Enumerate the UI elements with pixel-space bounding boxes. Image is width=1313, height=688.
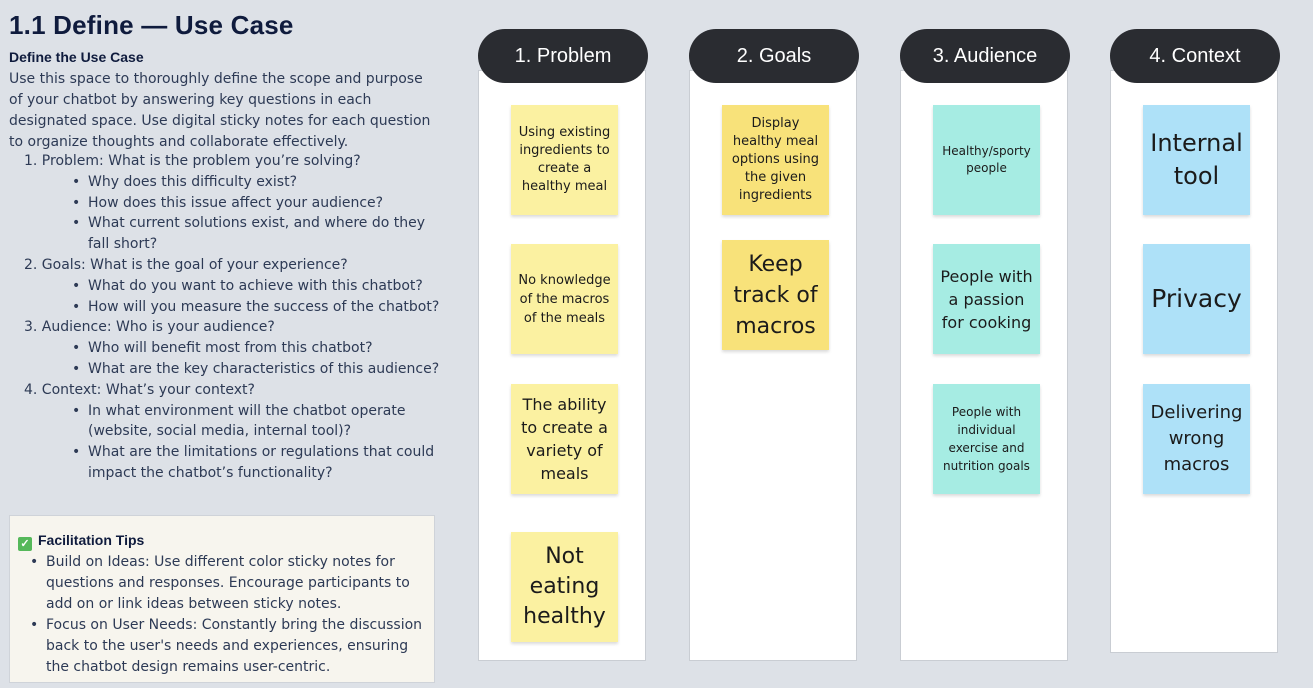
sticky-note[interactable]: Privacy [1143, 244, 1250, 354]
sticky-note[interactable]: No knowledge of the macros of the meals [511, 244, 618, 354]
tip-item: •Build on Ideas: Use different color sti… [30, 554, 410, 612]
question-problem: 1. Problem: What is the problem you’re s… [24, 153, 361, 169]
question-sub: •In what environment will the chatbot op… [72, 402, 406, 440]
sticky-note[interactable]: People with individual exercise and nutr… [933, 384, 1040, 494]
tip-item: •Focus on User Needs: Constantly bring t… [30, 617, 423, 675]
question-sub: •How does this issue affect your audienc… [72, 194, 384, 211]
sticky-note[interactable]: Internal tool [1143, 105, 1250, 215]
question-sub: •What are the limitations or regulations… [72, 444, 435, 481]
question-sub: •Who will benefit most from this chatbot… [72, 340, 373, 357]
question-audience: 3. Audience: Who is your audience? [24, 319, 275, 336]
intro-paragraph: Use this space to thoroughly define the … [9, 71, 431, 150]
sticky-note[interactable]: The ability to create a variety of meals [511, 384, 618, 494]
question-context: 4. Context: What’s your context? [24, 381, 255, 398]
sticky-note[interactable]: People with a passion for cooking [933, 244, 1040, 354]
sticky-note[interactable]: Not eating healthy [511, 532, 618, 642]
tips-heading: ✓Facilitation Tips [18, 532, 144, 551]
checkmark-icon: ✓ [18, 537, 32, 551]
section-subtitle: Define the Use Case [9, 49, 144, 65]
sticky-note[interactable]: Healthy/sporty people [933, 105, 1040, 215]
question-sub: •What are the key characteristics of thi… [72, 360, 440, 377]
question-goals: 2. Goals: What is the goal of your exper… [24, 256, 348, 273]
question-sub: •How will you measure the success of the… [72, 298, 440, 315]
sticky-note[interactable]: Using existing ingredients to create a h… [511, 105, 618, 215]
column-heading-audience[interactable]: 3. Audience [900, 29, 1070, 83]
question-sub: •Why does this difficulty exist? [72, 173, 298, 190]
sticky-note[interactable]: Keep track of macros [722, 240, 829, 350]
column-heading-goals[interactable]: 2. Goals [689, 29, 859, 83]
sticky-note[interactable]: Delivering wrong macros [1143, 384, 1250, 494]
column-heading-problem[interactable]: 1. Problem [478, 29, 648, 83]
sticky-note[interactable]: Display healthy meal options using the g… [722, 105, 829, 215]
question-list: 1. Problem: What is the problem you’re s… [24, 151, 444, 484]
column-heading-context[interactable]: 4. Context [1110, 29, 1280, 83]
page-title: 1.1 Define — Use Case [9, 10, 294, 40]
question-sub: •What current solutions exist, and where… [72, 215, 425, 253]
facilitation-tips-panel: ✓Facilitation Tips •Build on Ideas: Use … [9, 515, 435, 683]
question-sub: •What do you want to achieve with this c… [72, 277, 423, 294]
